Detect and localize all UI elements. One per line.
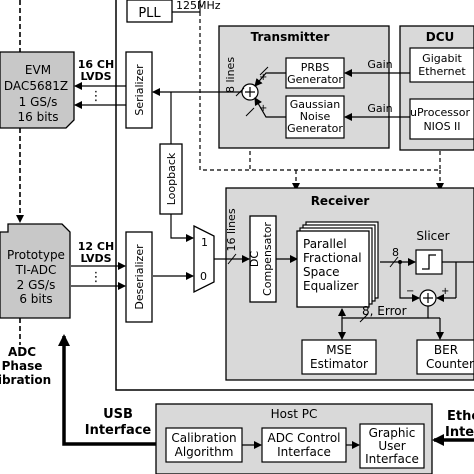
prbs-label: PRBS [301, 61, 330, 74]
ti-adc-label: TI-ADC [15, 263, 57, 277]
mux-input-zero: 0 [200, 270, 207, 283]
rx-16-lines-label: 16 lines [225, 208, 238, 251]
usb-label: USB [103, 407, 133, 422]
adc-phase-word1: ADC [8, 345, 36, 359]
adc-phase-word3: Calibration [0, 373, 51, 387]
evm-model-label: DAC5681Z [4, 79, 68, 93]
prototype-label: Prototype [7, 248, 65, 262]
adc-bits-label: 6 bits [19, 292, 52, 306]
nios-label: NIOS II [423, 120, 460, 133]
receiver-title: Receiver [311, 194, 370, 208]
fractional-label: Fractional [303, 251, 362, 265]
adc-phase-word2: Phase [2, 359, 43, 373]
calibration-label: Calibration [171, 431, 236, 445]
dcu-title: DCU [426, 30, 455, 44]
noise-gain-label: Gain [367, 102, 392, 115]
svg-text:+: + [441, 286, 449, 297]
ber-counter-block [416, 339, 474, 375]
mse-estimator-block [301, 339, 377, 375]
parallel-label: Parallel [303, 237, 347, 251]
deserializer-label: Deserializer [133, 244, 146, 310]
ethernet-label: Ethernet [418, 65, 466, 78]
svg-text:+: + [259, 72, 267, 83]
svg-text:⋮: ⋮ [90, 89, 103, 104]
clock-dashed-line [199, 12, 441, 171]
adc-control-interface-block [261, 427, 347, 463]
lvds16-channels-label: 16 CH [78, 58, 114, 71]
lvds12-type-label: LVDS [80, 252, 111, 265]
svg-text:−: − [406, 286, 414, 297]
ber-label: BER [434, 343, 458, 357]
equalizer-label: Equalizer [303, 279, 359, 293]
ethernet-partial-label: Ethe [447, 409, 474, 424]
gaussian-label: Gaussian [290, 98, 340, 111]
prbs-gain-label: Gain [367, 58, 392, 71]
serializer-block [125, 51, 153, 129]
lvds16-type-label: LVDS [80, 70, 111, 83]
dc-label: DC [248, 251, 261, 267]
dc-compensator-block [249, 215, 277, 303]
prototype-adc-block [0, 223, 71, 319]
adc-rate-label: 2 GS/s [17, 278, 56, 292]
graphic-label: Graphic [369, 426, 416, 440]
serializer-label: Serializer [133, 64, 146, 116]
uprocessor-block [409, 98, 474, 140]
pll-label: PLL [138, 6, 161, 21]
evm-bits-label: 16 bits [18, 110, 59, 124]
graphic-user-interface-block [359, 423, 425, 469]
evm-rate-label: 1 GS/s [19, 95, 58, 109]
host-pc-title: Host PC [271, 407, 318, 421]
svg-text:+: + [259, 103, 267, 114]
mse-label: MSE [326, 343, 352, 357]
tx-8-lines-label: 8 lines [224, 57, 237, 93]
error-label: 8, Error [362, 304, 407, 318]
transmitter-title: Transmitter [251, 30, 330, 44]
estimator-label: Estimator [310, 357, 368, 371]
counter-label: Counter [426, 357, 474, 371]
loopback-label: Loopback [165, 152, 178, 205]
mux-input-one: 1 [201, 236, 208, 249]
gigabit-label: Gigabit [422, 52, 462, 65]
input-mux [193, 224, 215, 294]
noise-label: Noise [300, 110, 331, 123]
ethernet-interface-partial-label: Inte [445, 425, 474, 440]
interface-label: Interface [365, 452, 419, 466]
fpga-boundary [115, 0, 474, 391]
rx-8-bit-label: 8 [392, 246, 399, 259]
evm-label: EVM [25, 63, 51, 77]
lvds12-channels-label: 12 CH [78, 240, 114, 253]
usb-interface-label: Interface [85, 423, 152, 438]
algorithm-label: Algorithm [175, 445, 234, 459]
gigabit-ethernet-block [409, 47, 474, 83]
space-label: Space [303, 265, 340, 279]
equalizer-block [296, 230, 370, 308]
svg-text:⋮: ⋮ [90, 270, 103, 285]
adc-control-label: ADC Control [267, 431, 340, 445]
usb-link [58, 334, 156, 446]
noise-generator-label: Generator [287, 122, 343, 135]
user-label: User [378, 439, 405, 453]
pll-block [126, 0, 173, 23]
compensator-label: Compensator [261, 222, 274, 296]
clock-frequency-label: 125MHz [176, 0, 221, 12]
slicer-step-icon [422, 254, 436, 270]
evm-dac-block [0, 51, 75, 129]
calibration-algorithm-block [165, 427, 243, 463]
deserializer-block [125, 231, 153, 323]
uprocessor-label: uProcessor [410, 106, 470, 119]
prbs-generator-label: Generator [287, 73, 343, 86]
slicer-label: Slicer [416, 229, 449, 243]
adc-control-interface-label: Interface [277, 445, 331, 459]
